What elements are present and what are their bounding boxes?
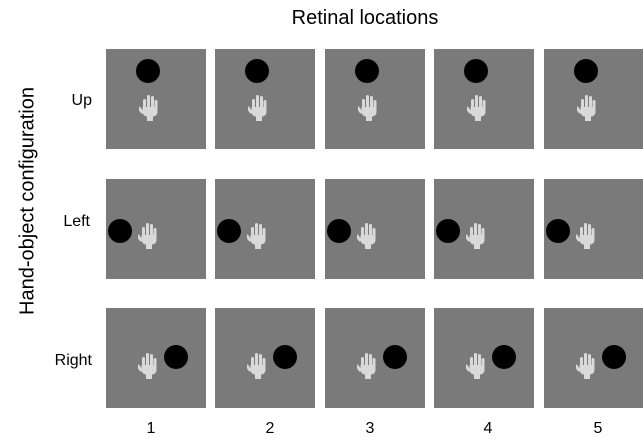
object-disc-icon	[574, 59, 598, 83]
object-disc-icon	[383, 345, 407, 369]
object-disc-icon	[436, 219, 460, 243]
hand-icon	[136, 351, 160, 379]
stimulus-panel-right-5	[544, 308, 643, 408]
object-disc-icon	[164, 345, 188, 369]
stimulus-panel-right-4	[434, 308, 534, 408]
hand-icon	[355, 221, 379, 249]
row-label-left: Left	[63, 213, 90, 230]
hand-icon	[574, 351, 598, 379]
stimulus-panel-left-3	[325, 179, 425, 279]
stimulus-panel-up-3	[325, 49, 425, 149]
hand-icon	[465, 93, 489, 121]
column-label-2: 2	[265, 420, 275, 437]
hand-icon	[355, 351, 379, 379]
object-disc-icon	[602, 345, 626, 369]
stimulus-panel-up-4	[434, 49, 534, 149]
hand-icon	[245, 351, 269, 379]
figure-title: Retinal locations	[291, 7, 439, 29]
object-disc-icon	[464, 59, 488, 83]
stimulus-panel-left-1	[106, 179, 206, 279]
column-label-4: 4	[483, 420, 493, 437]
hand-icon	[136, 221, 160, 249]
object-disc-icon	[108, 219, 132, 243]
stimulus-panel-left-2	[215, 179, 315, 279]
hand-icon	[464, 351, 488, 379]
hand-icon	[356, 93, 380, 121]
stimulus-panel-up-1	[106, 49, 206, 149]
hand-icon	[245, 221, 269, 249]
hand-icon	[137, 93, 161, 121]
column-label-3: 3	[365, 420, 375, 437]
stimulus-panel-right-1	[106, 308, 206, 408]
object-disc-icon	[217, 219, 241, 243]
y-axis-label-text: Hand-object configuration	[16, 87, 39, 315]
stimulus-panel-left-4	[434, 179, 534, 279]
y-axis-label: Hand-object configuration	[10, 32, 46, 370]
hand-icon	[575, 93, 599, 121]
stimulus-panel-right-2	[215, 308, 315, 408]
hand-icon	[464, 221, 488, 249]
object-disc-icon	[492, 345, 516, 369]
column-label-5: 5	[593, 420, 603, 437]
hand-icon	[574, 221, 598, 249]
stimulus-panel-up-2	[215, 49, 315, 149]
stimulus-panel-up-5	[544, 49, 643, 149]
row-label-up: Up	[71, 92, 92, 109]
object-disc-icon	[546, 219, 570, 243]
stimulus-panel-right-3	[325, 308, 425, 408]
row-label-right: Right	[54, 352, 92, 369]
object-disc-icon	[136, 59, 160, 83]
object-disc-icon	[245, 59, 269, 83]
column-label-1: 1	[146, 420, 156, 437]
object-disc-icon	[327, 219, 351, 243]
stimulus-panel-left-5	[544, 179, 643, 279]
object-disc-icon	[273, 345, 297, 369]
hand-icon	[246, 93, 270, 121]
object-disc-icon	[355, 59, 379, 83]
